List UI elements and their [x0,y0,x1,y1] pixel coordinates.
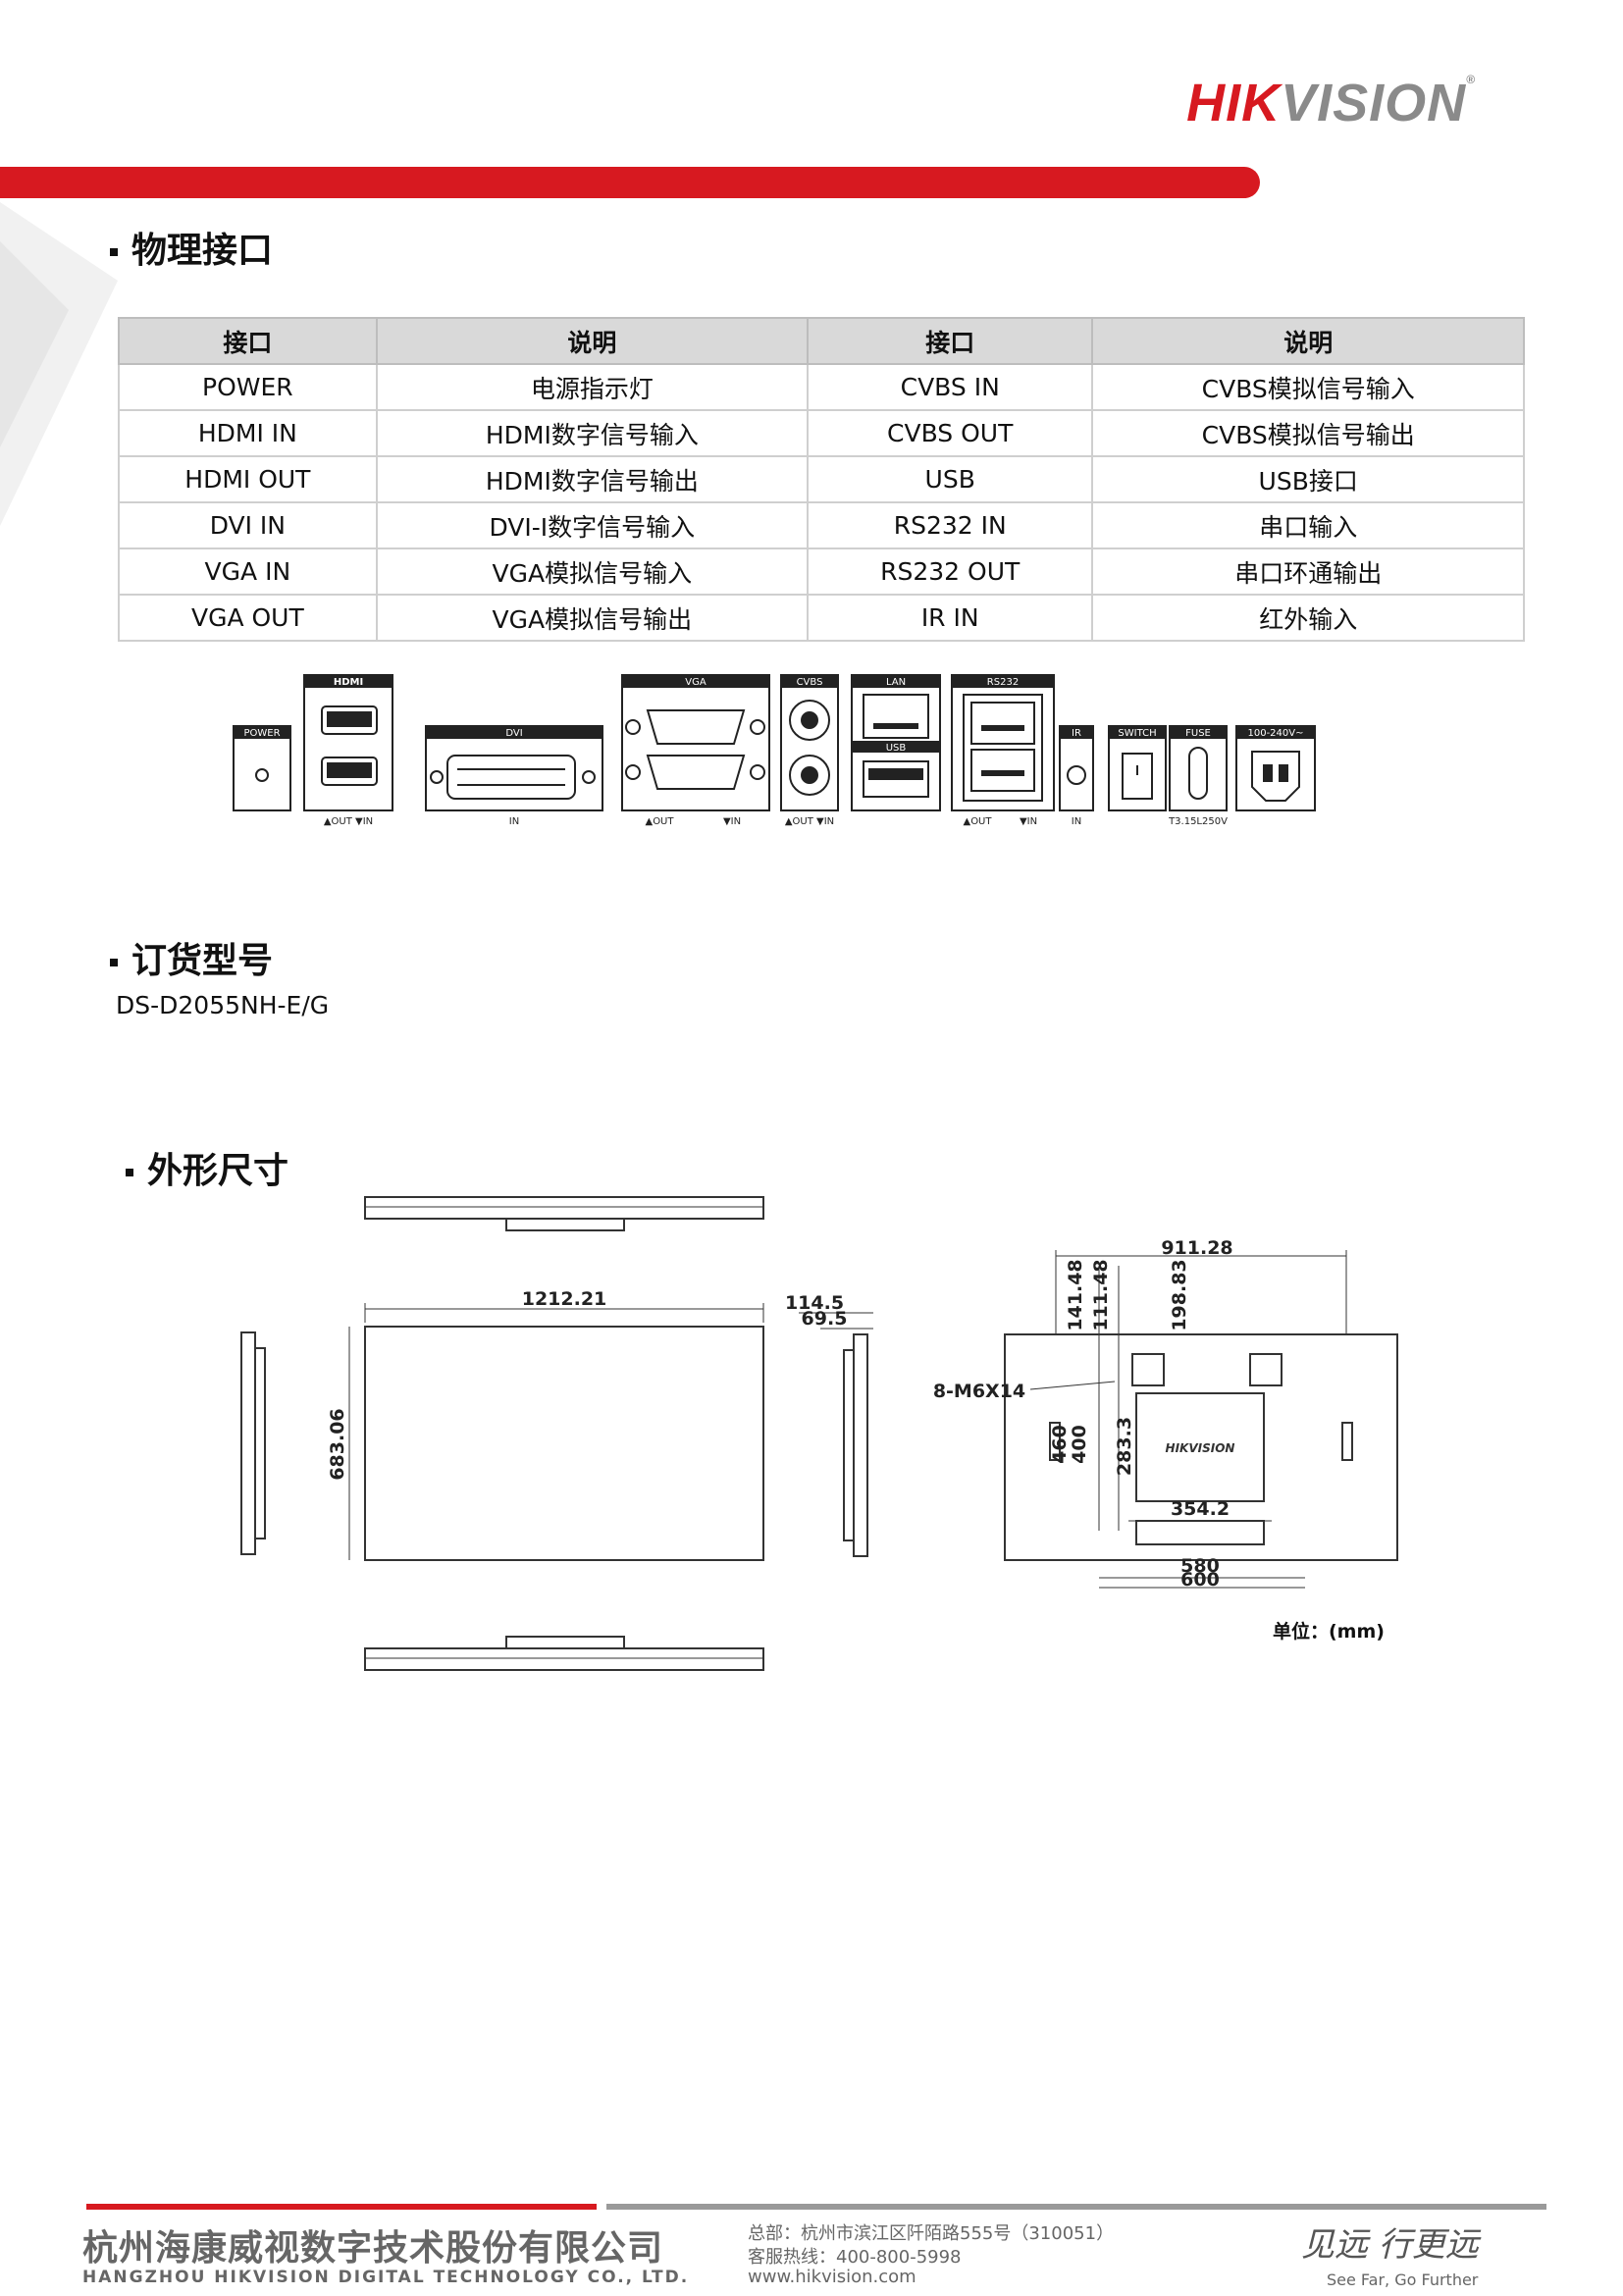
usb-label: USB [886,743,907,754]
ir-sub-label: IN [1072,816,1081,827]
header-red-bar [0,167,1260,198]
section-title-physical-ports: 物理接口 [110,222,273,273]
unit-label: 单位：(mm) [1273,1621,1385,1643]
dvi-label: DVI [505,728,522,739]
footer-red-line [86,2204,597,2210]
website-link[interactable]: www.hikvision.com [748,2267,916,2287]
header-desc-1: 说明 [375,317,809,365]
decorative-triangles [0,202,118,526]
dim-141-label: 141.48 [1065,1259,1086,1331]
ir-port [1059,725,1094,811]
bullet-icon [126,1169,133,1176]
dim-rear-width-label: 911.28 [1161,1237,1232,1259]
header-port-2: 接口 [806,317,1094,365]
company-name-cn: 杭州海康威视数字技术股份有限公司 [82,2228,664,2269]
dim-400-label: 400 [1069,1425,1090,1464]
fuse-sub-label: T3.15L250V [1168,816,1228,827]
order-model-value: DS-D2055NH-E/G [116,991,330,1019]
table-header-row: 接口 说明 接口 说明 [118,317,1525,365]
hdmi-ports [303,674,393,811]
hikvision-logo: HIKVISION® [1186,73,1476,132]
header-port-1: 接口 [118,317,378,365]
dim-283-label: 283.3 [1114,1417,1135,1476]
vga-sub-label-out: ▲OUT [646,816,675,827]
rs232-sub-label-out: ▲OUT [964,816,993,827]
port-panel-diagram: POWER HDMI DVI VGA CVBS LAN USB RS232 IR… [233,674,1316,827]
vga-ports [621,674,770,811]
header-desc-2: 说明 [1091,317,1525,365]
cvbs-sub-label: ▲OUT ▼IN [785,816,834,827]
section-title-order-model: 订货型号 [110,932,273,983]
section-title-dimensions: 外形尺寸 [126,1142,288,1193]
power-switch [1108,725,1167,811]
rs232-ports [951,674,1055,811]
fuse [1169,725,1228,811]
bullet-icon [110,959,118,966]
footer-gray-line [606,2204,1546,2210]
dim-depth-body-label: 69.5 [802,1308,848,1330]
power-label: POWER [243,728,280,739]
dim-width-label: 1212.21 [522,1288,607,1310]
ac-inlet [1235,725,1316,811]
dim-460-label: 460 [1049,1425,1071,1464]
dim-111-label: 111.48 [1090,1259,1112,1331]
hq-address: 总部：杭州市滨江区阡陌路555号（310051） [748,2223,1115,2244]
slogan-cn: 见远 行更远 [1301,2225,1479,2265]
dim-screws-label: 8-M6X14 [933,1381,1025,1402]
dim-600-label: 600 [1180,1569,1220,1591]
cvbs-label: CVBS [797,677,823,688]
hotline: 客服热线：400-800-5998 [748,2247,962,2268]
hdmi-sub-label: ▲OUT ▼IN [324,816,373,827]
vga-sub-label-in: ▼IN [723,816,741,827]
hdmi-label: HDMI [334,677,363,688]
dim-198-label: 198.83 [1169,1259,1190,1331]
dim-depth-total-label: 114.5 [785,1292,844,1314]
ac-label: 100-240V~ [1247,728,1303,739]
rs232-label: RS232 [987,677,1019,688]
cvbs-ports [780,674,839,811]
power-port [233,725,291,811]
switch-label: SWITCH [1118,728,1156,739]
rear-logo-label: HIKVISION [1166,1441,1235,1455]
fuse-label: FUSE [1185,728,1211,739]
dimension-drawing-front: 1212.21 683.06 114.5 69.5 [240,1196,873,1671]
vga-label: VGA [685,677,707,688]
lan-usb-ports [851,674,941,811]
slogan-en: See Far, Go Further [1327,2270,1479,2289]
lan-label: LAN [886,677,906,688]
bullet-icon [110,248,118,256]
dvi-port [425,725,603,811]
dvi-sub-label: IN [509,816,519,827]
company-name-en: HANGZHOU HIKVISION DIGITAL TECHNOLOGY CO… [82,2268,690,2287]
dimension-drawing-rear: 911.28 141.48 111.48 198.83 8-M6X14 460 … [933,1237,1398,1591]
ir-label: IR [1072,728,1081,739]
rs232-sub-label-in: ▼IN [1020,816,1037,827]
dim-354-label: 354.2 [1171,1498,1230,1520]
dim-height-label: 683.06 [327,1408,348,1480]
dim-580-label: 580 [1180,1555,1220,1577]
